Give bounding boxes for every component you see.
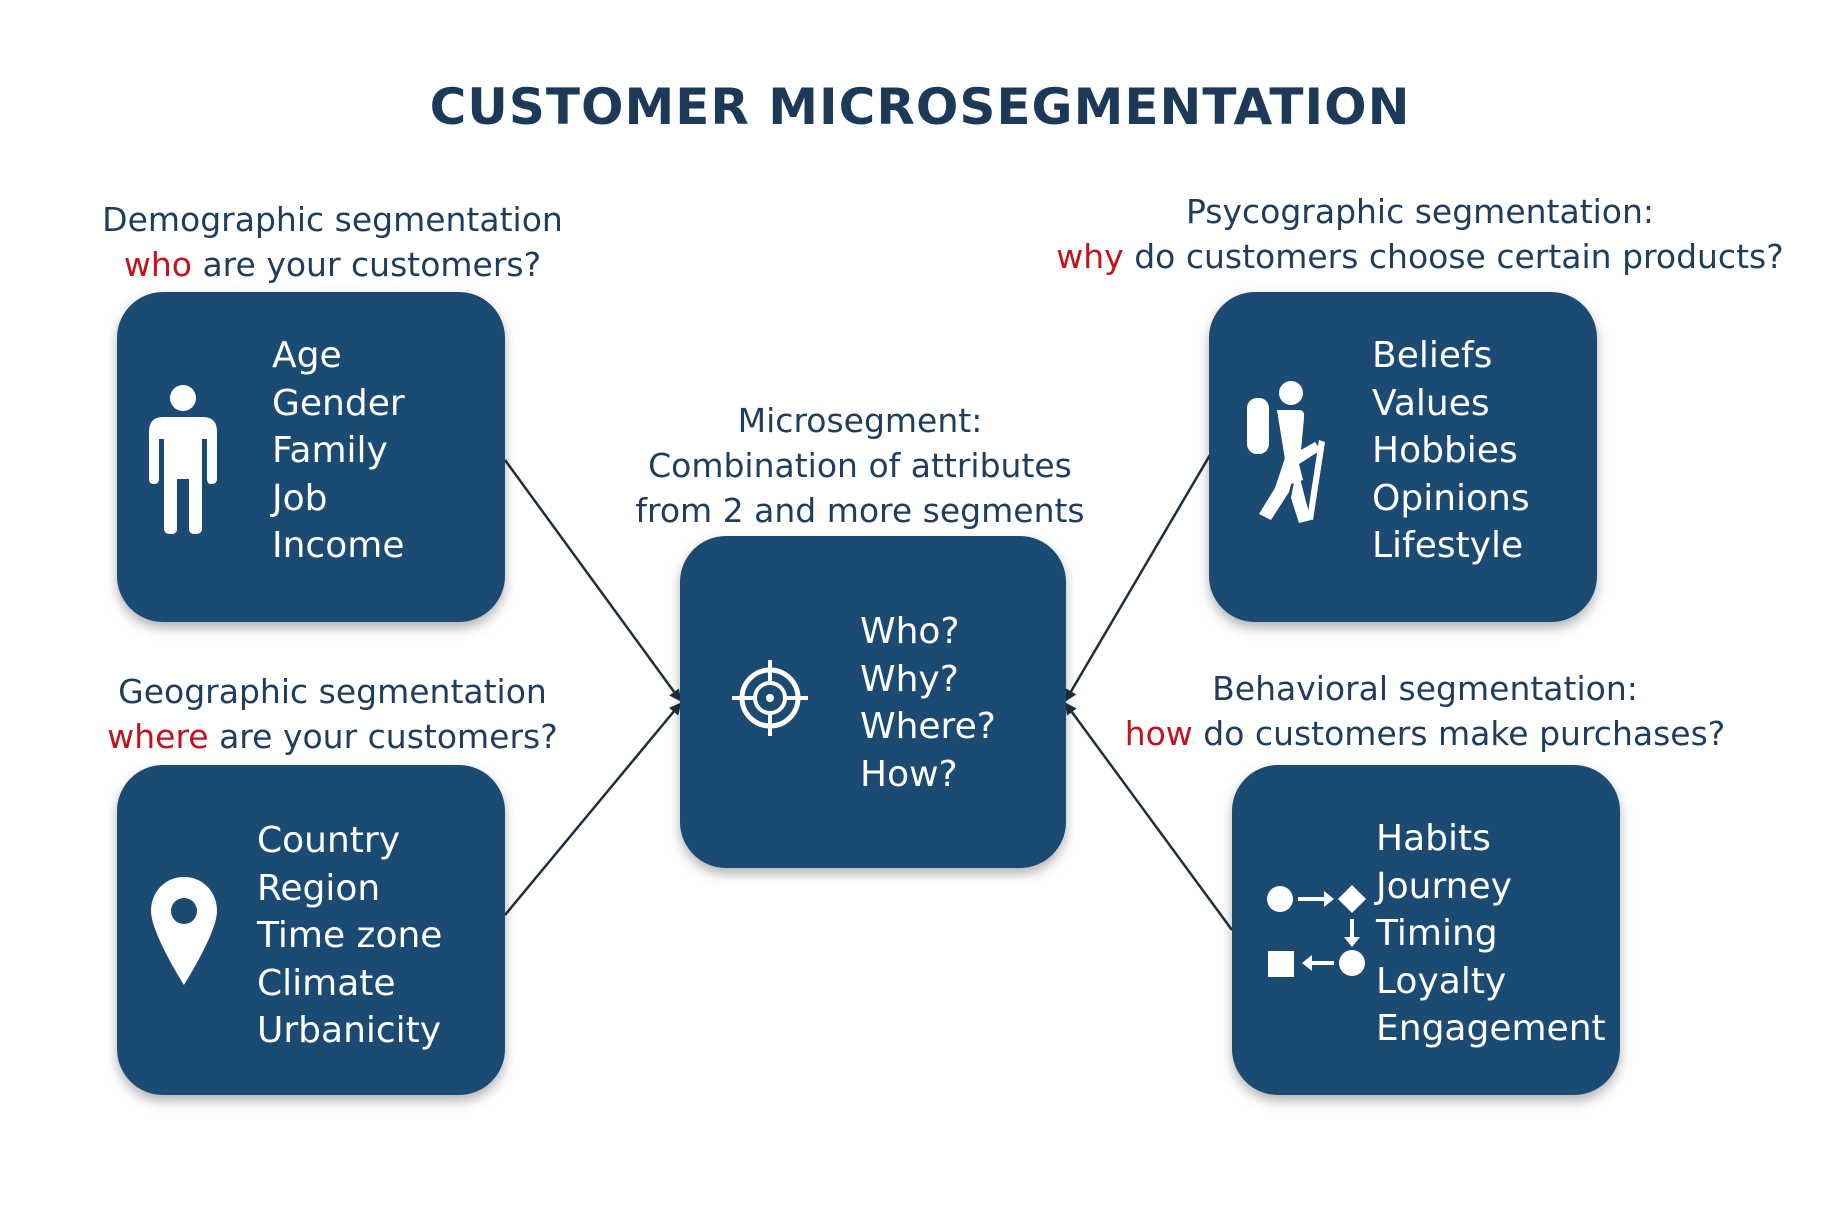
demographic-caption: Demographic segmentation who are your cu…: [40, 197, 625, 287]
connector-demographic: [503, 459, 682, 702]
psychographic-item: Values: [1372, 382, 1490, 424]
hiker-icon: [1247, 381, 1325, 523]
geographic-item: Climate: [257, 962, 396, 1004]
behavioral-question-rest: do customers make purchases?: [1192, 714, 1726, 753]
target-icon: [732, 660, 808, 736]
behavioral-list: Habits Journey Timing Loyalty Engagement: [1376, 815, 1606, 1053]
behavioral-item: Loyalty: [1376, 960, 1507, 1002]
geographic-item: Country: [257, 820, 401, 861]
microsegment-caption-line: from 2 and more segments: [635, 491, 1085, 530]
behavioral-box: Habits Journey Timing Loyalty Engagement: [1232, 765, 1620, 1095]
geographic-question: where are your customers?: [40, 714, 625, 759]
microsegment-caption-line: Microsegment:: [737, 401, 983, 440]
behavioral-item: Habits: [1376, 818, 1491, 859]
geographic-box: Country Region Time zone Climate Urbanic…: [117, 765, 505, 1095]
behavioral-caption: Behavioral segmentation: how do customer…: [1090, 666, 1760, 756]
psychographic-question-rest: do customers choose certain products?: [1123, 237, 1784, 276]
demographic-heading: Demographic segmentation: [102, 200, 563, 239]
geographic-caption: Geographic segmentation where are your c…: [40, 669, 625, 759]
process-flow-icon: [1267, 885, 1366, 977]
psychographic-heading: Psycographic segmentation:: [1185, 192, 1655, 231]
behavioral-item: Engagement: [1376, 1008, 1606, 1049]
geographic-item: Region: [257, 867, 381, 909]
behavioral-heading: Behavioral segmentation:: [1212, 669, 1638, 708]
demographic-item: Family: [272, 430, 388, 471]
microsegment-item: Where?: [860, 706, 996, 747]
person-icon: [149, 385, 217, 534]
demographic-question-word: who: [123, 245, 192, 284]
geographic-question-rest: are your customers?: [208, 717, 558, 756]
demographic-item: Gender: [272, 382, 405, 424]
psychographic-caption: Psycographic segmentation: why do custom…: [1030, 189, 1810, 279]
demographic-box: Age Gender Family Job Income: [117, 292, 505, 622]
diagram-title: CUSTOMER MICROSEGMENTATION: [429, 78, 1411, 136]
demographic-question: who are your customers?: [40, 242, 625, 287]
location-pin-icon: [151, 877, 217, 985]
microsegment-item: Why?: [860, 658, 959, 700]
demographic-item: Age: [272, 335, 342, 376]
psychographic-item: Hobbies: [1372, 430, 1518, 471]
microsegment-list: Who? Why? Where? How?: [860, 608, 996, 798]
microsegment-item: Who?: [860, 611, 960, 652]
microsegment-caption-line: Combination of attributes: [648, 446, 1072, 485]
connector-behavioral: [1064, 702, 1234, 931]
demographic-question-rest: are your customers?: [191, 245, 542, 284]
psychographic-item: Beliefs: [1372, 335, 1493, 376]
psychographic-question-word: why: [1056, 237, 1124, 276]
geographic-item: Urbanicity: [257, 1010, 442, 1051]
demographic-list: Age Gender Family Job Income: [272, 332, 405, 570]
psychographic-item: Lifestyle: [1372, 525, 1524, 566]
psychographic-question: why do customers choose certain products…: [1030, 234, 1810, 279]
behavioral-item: Timing: [1376, 913, 1498, 954]
geographic-heading: Geographic segmentation: [118, 672, 547, 711]
connector-geographic: [504, 702, 682, 916]
geographic-item: Time zone: [257, 915, 443, 956]
geographic-question-word: where: [107, 717, 209, 756]
connector-psychographic: [1064, 454, 1212, 702]
microsegment-caption: Microsegment: Combination of attributes …: [600, 398, 1120, 533]
demographic-item: Income: [272, 525, 405, 566]
behavioral-item: Journey: [1376, 865, 1512, 907]
geographic-list: Country Region Time zone Climate Urbanic…: [257, 817, 442, 1055]
psychographic-box: Beliefs Values Hobbies Opinions Lifestyl…: [1209, 292, 1597, 622]
microsegment-box: Who? Why? Where? How?: [680, 536, 1066, 868]
microsegment-item: How?: [860, 753, 958, 795]
behavioral-question: how do customers make purchases?: [1090, 711, 1760, 756]
behavioral-question-word: how: [1124, 714, 1193, 753]
psychographic-list: Beliefs Values Hobbies Opinions Lifestyl…: [1372, 332, 1530, 570]
demographic-item: Job: [272, 477, 328, 519]
psychographic-item: Opinions: [1372, 477, 1530, 519]
